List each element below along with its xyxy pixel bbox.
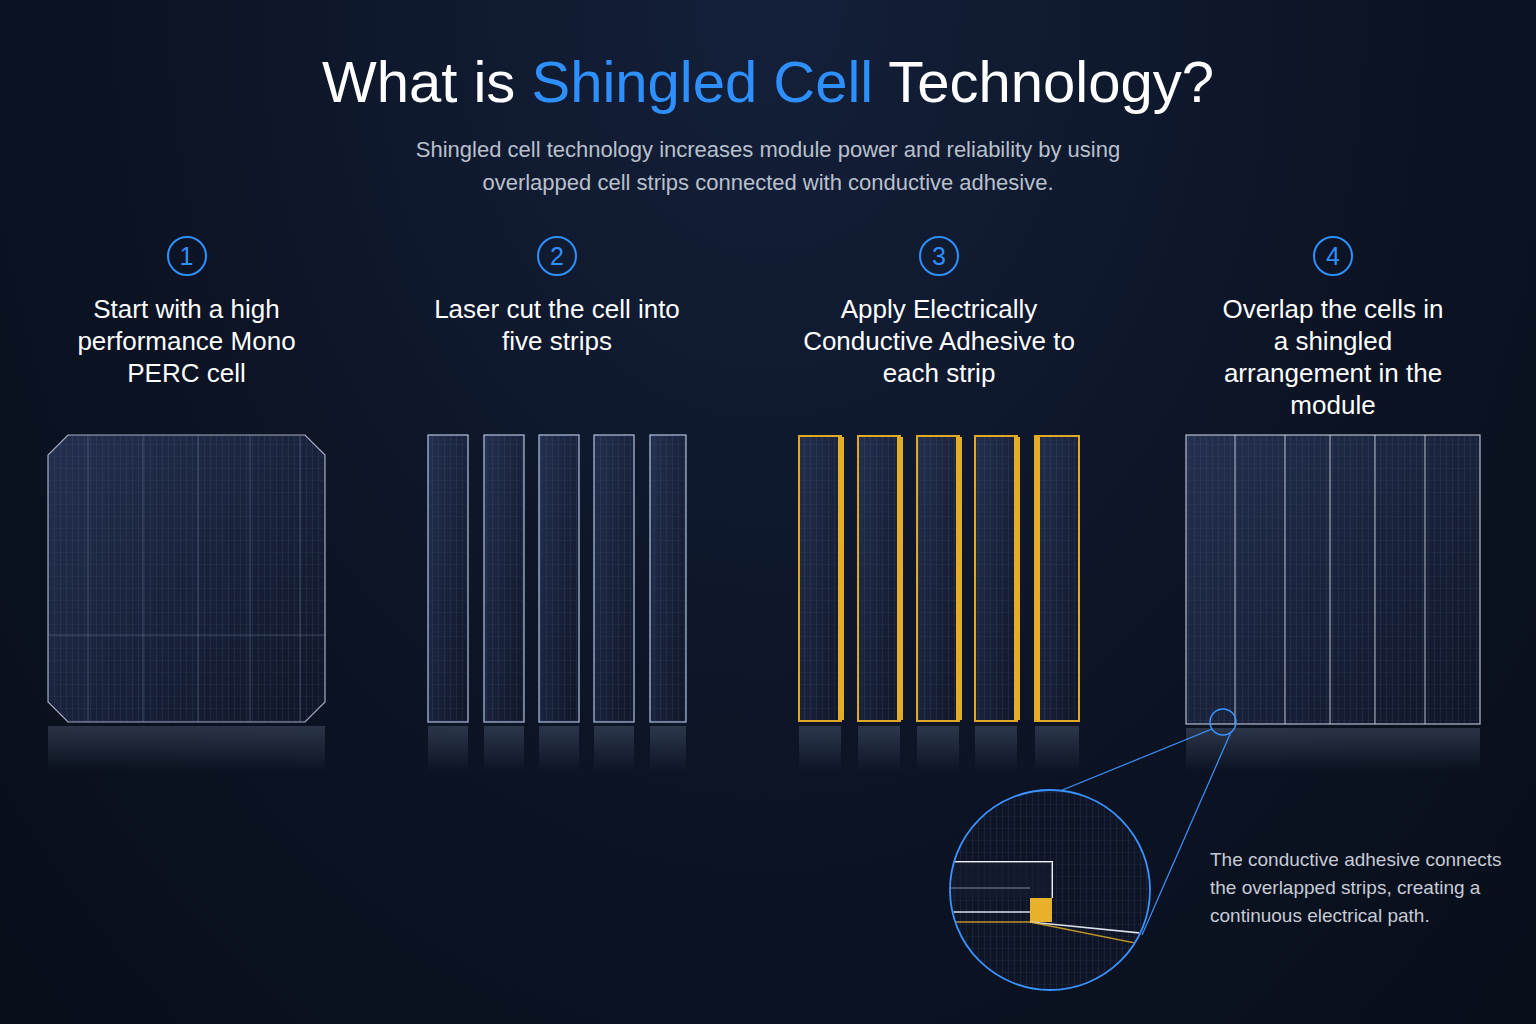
shingled-module [1186,435,1480,772]
step-heading: 4Overlap the cells in a shingled arrange… [1213,236,1453,421]
step-number: 4 [1313,236,1353,276]
zoom-lens [950,790,1150,990]
flow-arrow [1101,564,1165,570]
step-number: 2 [537,236,577,276]
step-number: 3 [919,236,959,276]
caption: Shingled cell technology increases modul… [368,133,1168,199]
cell-outline [48,435,325,722]
step-text: Laser cut the cell into five strips [432,293,682,357]
leader-line [1142,732,1231,935]
flow-arrow [346,564,408,570]
step-panel: 3Apply Electrically Conductive Adhesive … [798,435,1080,722]
leader-line [1060,729,1212,791]
cell-strips [428,435,686,772]
title: What is Shingled Cell Technology? [0,48,1536,115]
step-number: 1 [167,236,207,276]
reflection [48,726,325,772]
step-panel: 4Overlap the cells in a shingled arrange… [1186,435,1480,724]
step-heading: 2Laser cut the cell into five strips [432,236,682,357]
step-text: Apply Electrically Conductive Adhesive t… [789,293,1089,389]
step-panel: 2Laser cut the cell into five strips [428,435,686,722]
step-text: Start with a high performance Mono PERC … [62,293,312,389]
flow-arrow [708,564,775,570]
zoom-spot [1210,709,1236,735]
callout-note: The conductive adhesive connects the ove… [1210,846,1510,930]
cell-busbars [48,435,325,722]
adhesive-bead [838,437,1040,720]
step-heading: 1Start with a high performance Mono PERC… [62,236,312,389]
adhesive-strips [799,436,1079,772]
zoom-callout [950,709,1236,990]
step-panel: 1Start with a high performance Mono PERC… [48,435,325,722]
adhesive-joint [1030,898,1052,922]
cell-texture [48,435,325,722]
step-heading: 3Apply Electrically Conductive Adhesive … [789,236,1089,389]
step-text: Overlap the cells in a shingled arrangem… [1213,293,1453,421]
mono-perc-cell [48,435,325,772]
